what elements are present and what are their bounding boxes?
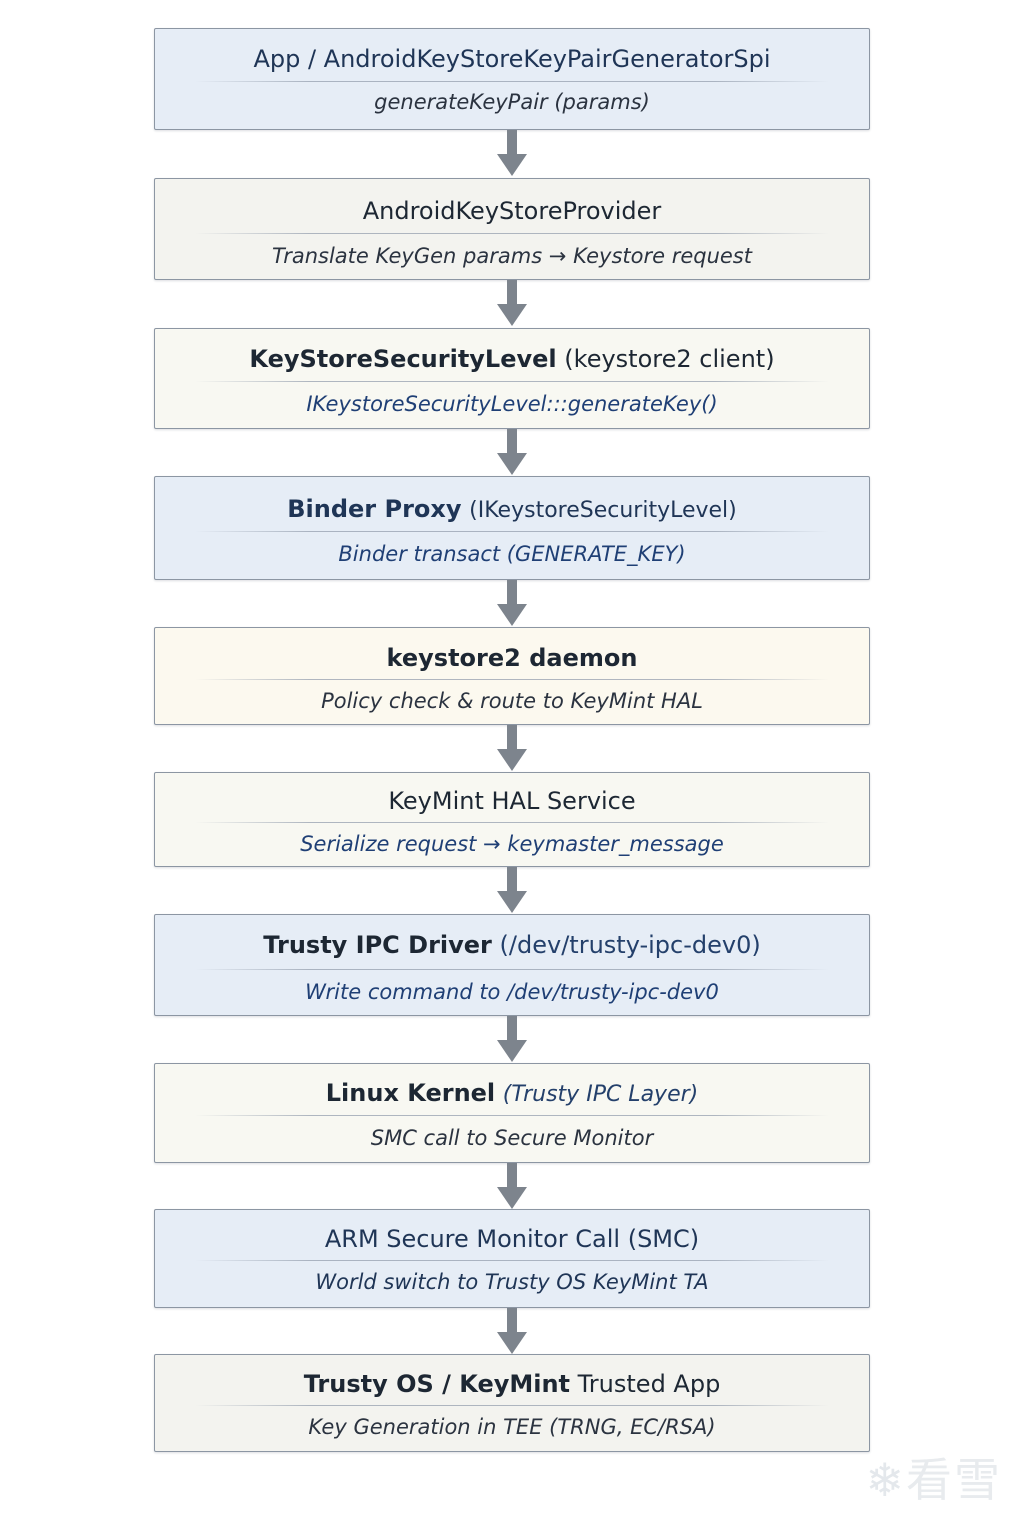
step-title: Binder Proxy (IKeystoreSecurityLevel) xyxy=(155,493,869,527)
step-title-main: KeyMint HAL Service xyxy=(388,787,636,815)
step-divider xyxy=(195,679,829,680)
down-arrow-icon xyxy=(497,1308,527,1356)
step-subtitle: Serialize request → keymaster_message xyxy=(300,832,724,856)
watermark: ❄看雪 xyxy=(865,1444,1002,1510)
step-title-main: ARM Secure Monitor Call (SMC) xyxy=(324,1225,700,1253)
step-divider xyxy=(195,233,829,234)
step-title: ARM Secure Monitor Call (SMC) xyxy=(155,1223,869,1255)
step-title: KeyMint HAL Service xyxy=(155,785,869,817)
step-divider xyxy=(195,969,829,970)
step-box-arm-smc: ARM Secure Monitor Call (SMC) World swit… xyxy=(154,1209,870,1308)
step-box-app-keypair-generator: App / AndroidKeyStoreKeyPairGeneratorSpi… xyxy=(154,28,870,130)
step-title: Trusty OS / KeyMint Trusted App xyxy=(155,1368,869,1400)
down-arrow-icon xyxy=(497,130,527,178)
step-box-trusty-os-keymint: Trusty OS / KeyMint Trusted App Key Gene… xyxy=(154,1354,870,1452)
snowflake-icon: ❄ xyxy=(865,1453,906,1507)
step-divider xyxy=(195,381,829,382)
step-title-paren: (/dev/trusty-ipc-dev0) xyxy=(499,931,761,959)
step-divider xyxy=(195,1115,829,1116)
step-box-linux-kernel: Linux Kernel (Trusty IPC Layer) SMC call… xyxy=(154,1063,870,1163)
down-arrow-icon xyxy=(497,429,527,477)
step-title: AndroidKeyStoreProvider xyxy=(155,195,869,227)
step-title-main: AndroidKeyStoreProvider xyxy=(362,197,662,225)
step-title-paren: (keystore2 client) xyxy=(564,345,775,373)
step-title: App / AndroidKeyStoreKeyPairGeneratorSpi xyxy=(155,43,869,75)
down-arrow-icon xyxy=(497,580,527,628)
step-divider xyxy=(195,1405,829,1406)
step-title-main: Linux Kernel xyxy=(325,1079,496,1107)
down-arrow-icon xyxy=(497,867,527,915)
step-title-main: KeyStoreSecurityLevel xyxy=(249,345,557,373)
step-title: Linux Kernel (Trusty IPC Layer) xyxy=(155,1077,869,1111)
down-arrow-icon xyxy=(497,725,527,773)
step-title: keystore2 daemon xyxy=(155,642,869,674)
step-title-paren: (IKeystoreSecurityLevel) xyxy=(469,498,737,523)
step-title-main: App / AndroidKeyStoreKeyPairGeneratorSpi xyxy=(253,45,771,73)
step-title-main: Trusty IPC Driver xyxy=(263,931,492,959)
down-arrow-icon xyxy=(497,1016,527,1064)
step-subtitle: Policy check & route to KeyMint HAL xyxy=(321,689,703,713)
down-arrow-icon xyxy=(497,1163,527,1211)
step-title-main: Binder Proxy xyxy=(287,495,462,523)
step-box-keystore-security-level: KeyStoreSecurityLevel (keystore2 client)… xyxy=(154,328,870,429)
step-title: Trusty IPC Driver (/dev/trusty-ipc-dev0) xyxy=(155,929,869,961)
step-subtitle: Translate KeyGen params → Keystore reque… xyxy=(272,244,752,268)
step-divider xyxy=(195,531,829,532)
step-box-trusty-ipc-driver: Trusty IPC Driver (/dev/trusty-ipc-dev0)… xyxy=(154,914,870,1016)
step-subtitle: Write command to /dev/trusty-ipc-dev0 xyxy=(305,980,719,1004)
step-box-binder-proxy: Binder Proxy (IKeystoreSecurityLevel) Bi… xyxy=(154,476,870,580)
step-title-main: Trusty OS / KeyMint xyxy=(303,1370,571,1398)
step-title-paren: (Trusty IPC Layer) xyxy=(502,1082,699,1107)
step-subtitle: Key Generation in TEE (TRNG, EC/RSA) xyxy=(308,1415,716,1439)
step-subtitle: generateKeyPair (params) xyxy=(374,90,650,114)
step-divider xyxy=(195,1260,829,1261)
step-subtitle: IKeystoreSecurityLevel:::generateKey() xyxy=(306,392,718,416)
step-subtitle: SMC call to Secure Monitor xyxy=(370,1126,654,1150)
step-box-keystore2-daemon: keystore2 daemon Policy check & route to… xyxy=(154,627,870,725)
down-arrow-icon xyxy=(497,280,527,328)
step-subtitle: World switch to Trusty OS KeyMint TA xyxy=(315,1270,709,1294)
step-subtitle: Binder transact (GENERATE_KEY) xyxy=(338,542,686,566)
step-title-main: keystore2 daemon xyxy=(386,644,638,672)
step-divider xyxy=(195,81,829,82)
step-box-keymint-hal-service: KeyMint HAL Service Serialize request → … xyxy=(154,772,870,867)
step-title-paren: Trusted App xyxy=(577,1370,721,1398)
watermark-text: 看雪 xyxy=(906,1453,1002,1507)
step-divider xyxy=(195,822,829,823)
step-title: KeyStoreSecurityLevel (keystore2 client) xyxy=(155,343,869,375)
step-box-keystore-provider: AndroidKeyStoreProvider Translate KeyGen… xyxy=(154,178,870,280)
